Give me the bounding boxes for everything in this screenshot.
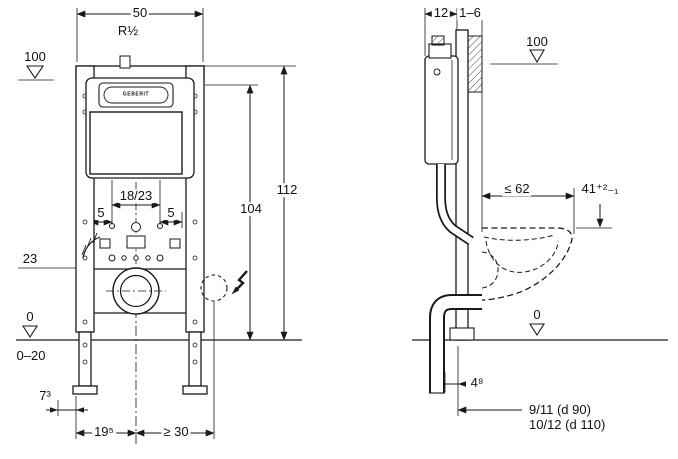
level-0-side-label: 0 [531, 307, 543, 323]
level-0-triangle-icon [528, 323, 546, 337]
dim-plate-opening-label: 18/23 [117, 188, 155, 204]
supply-thread-label: R½ [115, 23, 141, 39]
dim-104-label: 104 [238, 201, 264, 217]
dim-depth-12-label: 12 [431, 5, 451, 21]
dim-112-label: 112 [274, 182, 300, 198]
drain-d110-label: 10/12 (d 110) [527, 417, 608, 433]
dim-pan-depth-label: ≤ 62 [502, 181, 532, 197]
front-view [16, 8, 302, 444]
level-100-front-label: 100 [22, 49, 48, 65]
protection-plug [431, 35, 445, 46]
wc-pan-outline [481, 227, 573, 301]
level-0-front-label: 0 [24, 309, 36, 325]
rail-holes [82, 93, 198, 365]
flush-bend-outlet [106, 267, 166, 315]
dim-5-left-label: 5 [95, 205, 107, 221]
fill-valve-cap [428, 43, 452, 59]
dim-5-right-label: 5 [165, 205, 177, 221]
lightning-icon [234, 270, 248, 292]
mounting-frame [72, 55, 208, 395]
level-100-side-label: 100 [524, 34, 550, 50]
dim-cladding-label: 1–6 [457, 5, 483, 21]
level-100-triangle-icon [529, 49, 545, 64]
cistern-side [424, 55, 459, 165]
fittings [81, 222, 181, 262]
supply-nipple [119, 55, 131, 69]
inspection-window [89, 111, 183, 175]
leg-left [78, 331, 92, 387]
wall-cladding-block [467, 35, 483, 93]
hose-ticks [81, 232, 98, 256]
dim-7-3-label: 7³ [37, 388, 53, 404]
side-view [412, 8, 668, 416]
foot-range-label: 0–20 [14, 348, 48, 364]
pipes [429, 164, 482, 394]
dim-19-5-label: 19⁵ [92, 424, 116, 440]
concealed-cistern [85, 77, 195, 179]
dim-width-label: 50 [130, 5, 150, 21]
leg-right [188, 331, 202, 387]
dashed-circle [200, 274, 228, 302]
foot-plate-left [72, 385, 98, 395]
drain-d90-label: 9/11 (d 90) [527, 402, 593, 418]
foot-side [449, 327, 475, 341]
power-connection-symbol [200, 270, 248, 302]
dim-min-30-label: ≥ 30 [161, 424, 191, 440]
foot-plate-right [182, 385, 208, 395]
dim-rim-height-label: 41⁺²₋₁ [579, 181, 621, 197]
level-100-triangle-icon [25, 65, 45, 79]
level-0-triangle-icon [21, 325, 39, 339]
brand-label: GEBERIT [122, 91, 150, 98]
side-structure [424, 29, 483, 341]
dim-23-label: 23 [20, 251, 40, 267]
dim-4-8-label: 4⁸ [468, 375, 486, 391]
